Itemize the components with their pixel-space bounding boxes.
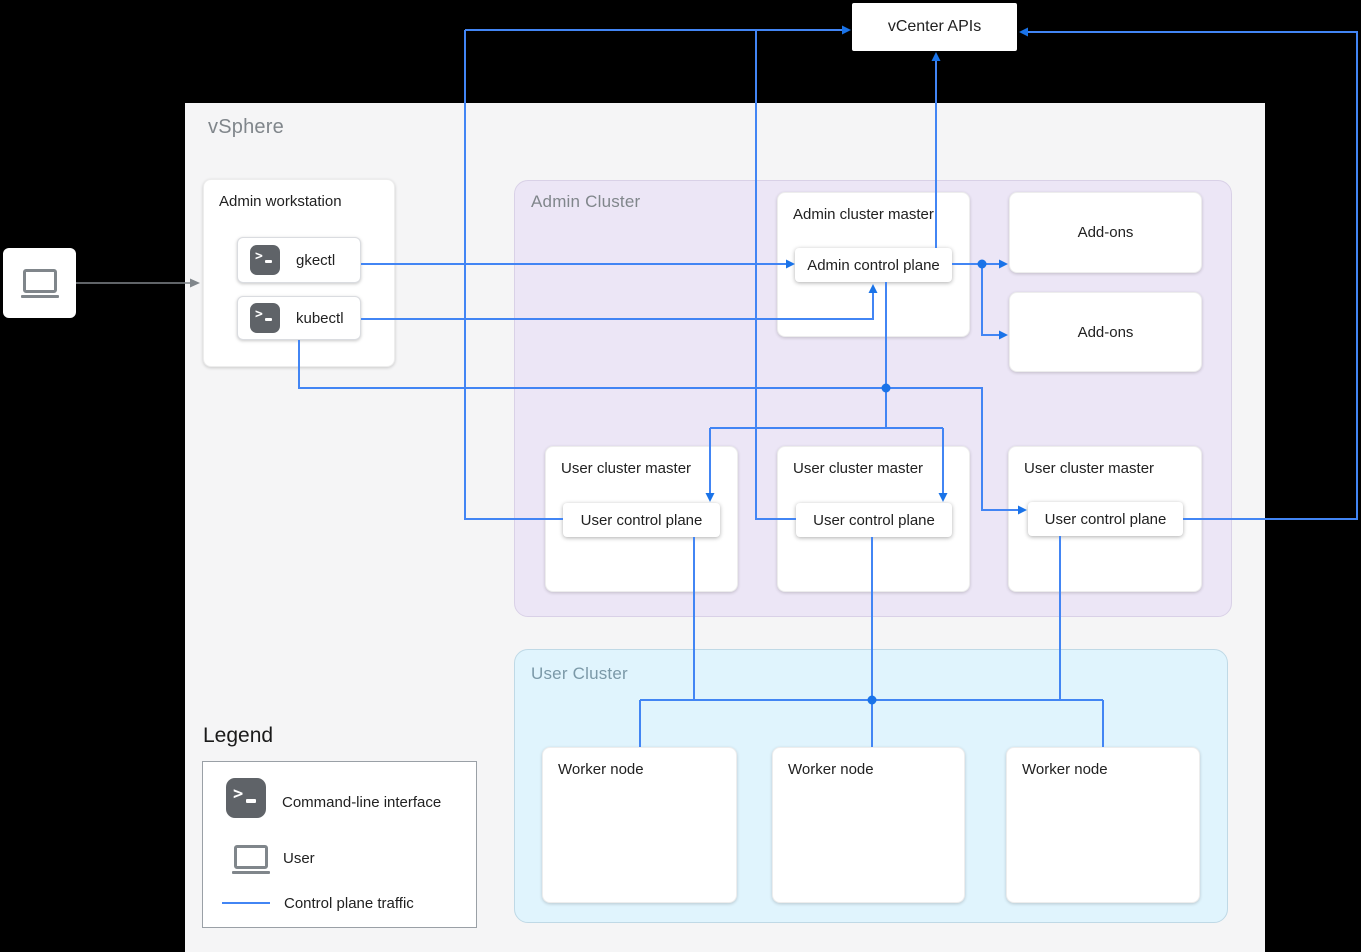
arrowhead — [1019, 27, 1028, 37]
node-admin-control-plane: Admin control plane — [795, 248, 952, 282]
user-cluster-master-title: User cluster master — [561, 460, 692, 477]
admin-cluster-master-title: Admin cluster master — [793, 206, 934, 223]
laptop-icon — [232, 845, 270, 874]
user-control-plane-label: User control plane — [1044, 510, 1167, 528]
legend-label-user: User — [283, 850, 315, 867]
arrowhead — [842, 25, 851, 35]
arrowhead — [931, 52, 941, 61]
gkectl-label: gkectl — [296, 251, 336, 269]
node-user-control-plane-3: User control plane — [1028, 502, 1183, 536]
worker-node-title: Worker node — [788, 761, 874, 778]
legend-label-traffic: Control plane traffic — [284, 895, 414, 912]
admin-cluster-label: Admin Cluster — [531, 192, 641, 211]
legend-label-cli: Command-line interface — [282, 794, 442, 811]
user-cluster-label: User Cluster — [531, 664, 628, 683]
terminal-icon: > — [226, 778, 266, 818]
node-worker-1: Worker node — [542, 747, 737, 903]
kubectl-label: kubectl — [296, 309, 344, 327]
node-worker-3: Worker node — [1006, 747, 1200, 903]
terminal-icon: > — [250, 245, 280, 275]
node-addons-1: Add-ons — [1009, 192, 1202, 273]
user-cluster-master-title: User cluster master — [1024, 460, 1155, 477]
node-user — [3, 248, 76, 318]
user-cluster-master-title: User cluster master — [793, 460, 924, 477]
node-gkectl: > gkectl — [237, 237, 361, 283]
node-kubectl: > kubectl — [237, 296, 361, 340]
node-worker-2: Worker node — [772, 747, 965, 903]
worker-node-title: Worker node — [1022, 761, 1108, 778]
vsphere-label: vSphere — [208, 116, 284, 138]
terminal-icon: > — [250, 303, 280, 333]
vcenter-apis-label: vCenter APIs — [887, 18, 982, 35]
laptop-icon — [20, 268, 59, 298]
addons-label: Add-ons — [1077, 323, 1134, 341]
admin-control-plane-label: Admin control plane — [807, 256, 940, 274]
node-addons-2: Add-ons — [1009, 292, 1202, 372]
blue-line-sample — [222, 902, 270, 904]
worker-node-title: Worker node — [558, 761, 644, 778]
node-user-control-plane-1: User control plane — [563, 503, 720, 537]
user-control-plane-label: User control plane — [813, 511, 935, 529]
admin-workstation-title: Admin workstation — [219, 193, 342, 210]
user-control-plane-label: User control plane — [580, 511, 703, 529]
legend-title: Legend — [203, 724, 274, 747]
node-user-control-plane-2: User control plane — [796, 503, 952, 537]
node-vcenter-apis: vCenter APIs — [852, 3, 1017, 51]
addons-label: Add-ons — [1077, 224, 1134, 241]
